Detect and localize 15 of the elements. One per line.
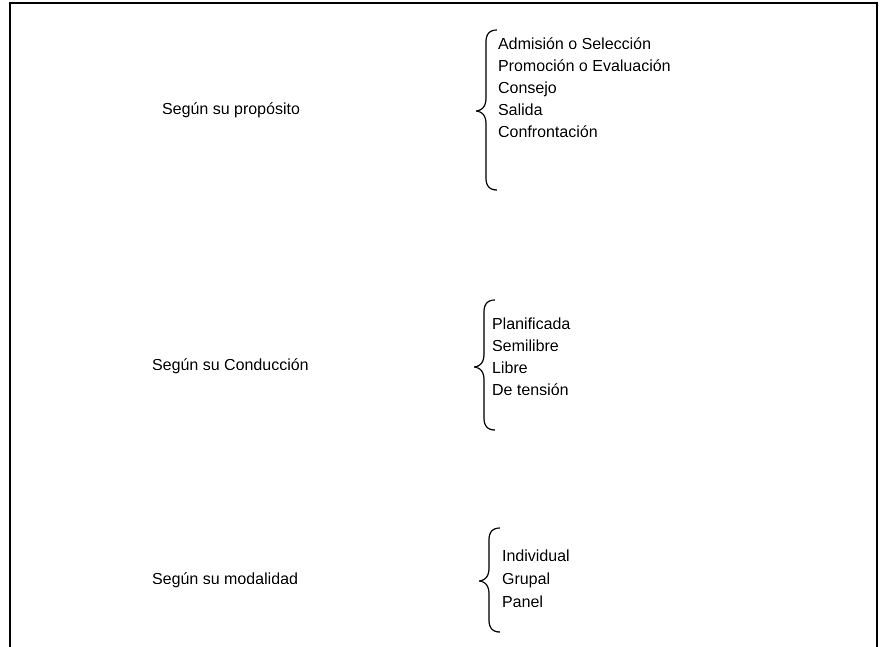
list-item: Consejo [498,79,557,99]
category-heading: Según su modalidad [152,570,298,590]
list-item: Grupal [502,570,550,590]
category-heading: Según su Conducción [152,356,309,376]
list-item: Planificada [492,315,570,335]
list-item: Libre [492,359,528,379]
category-heading: Según su propósito [162,100,300,120]
list-item: De tensión [492,381,568,401]
list-item: Confrontación [498,123,598,143]
list-item: Promoción o Evaluación [498,57,671,77]
list-item: Individual [502,547,570,567]
list-item: Admisión o Selección [498,35,651,55]
list-item: Panel [502,593,543,613]
list-item: Salida [498,101,542,121]
list-item: Semilibre [492,337,559,357]
